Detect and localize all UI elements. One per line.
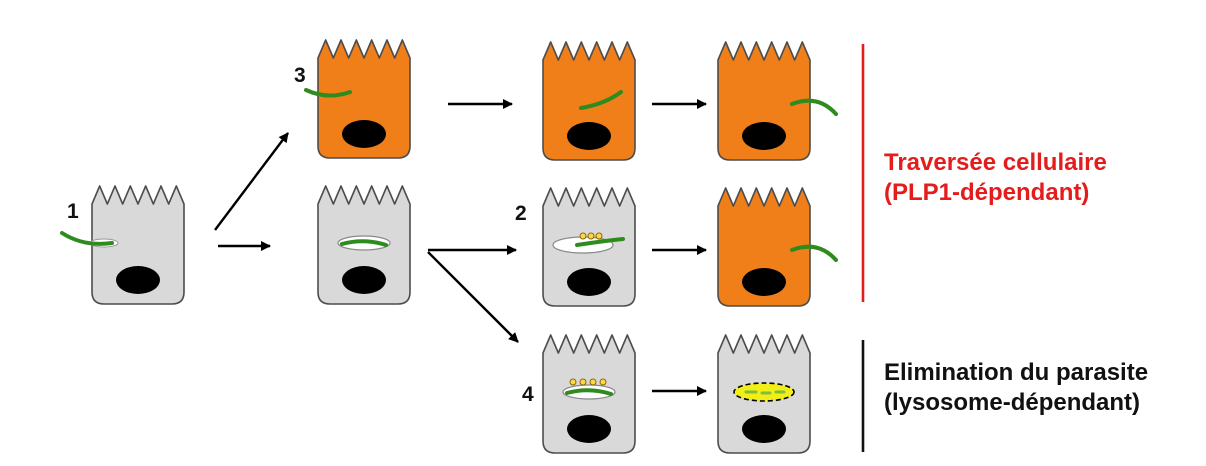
cell-body [542,41,636,161]
lysosome [579,232,587,240]
lysosome [587,232,595,240]
lysosome [579,378,587,386]
cell-t2 [717,41,838,161]
parasite-fragments [744,390,786,395]
step-label-4: 4 [522,383,534,406]
lysosome [595,232,603,240]
lysosome [599,378,607,386]
arrow-7 [427,251,519,343]
cell-v [317,185,411,305]
parasite [579,90,623,110]
cell-1 [60,185,185,305]
cell-body [317,39,411,159]
arrow-1 [214,132,289,231]
elimination-caption-line1: Elimination du parasite [884,359,1149,386]
nucleus [116,266,160,294]
traversal-caption-line1: Traversée cellulaire [884,149,1107,176]
elimination-caption-line2: (lysosome-dépendant) [884,389,1141,416]
nucleus [342,266,386,294]
parasite [60,231,114,246]
cell-3 [304,39,411,159]
step-label-3: 3 [294,64,306,87]
parasite [790,98,838,116]
cell-el [717,334,811,454]
lysosome [569,378,577,386]
traversal-caption-line2: (PLP1-dépendant) [884,179,1090,206]
parasite [790,244,838,262]
cell-e2 [717,187,838,307]
elimination-caption: Elimination du parasite (lysosome-dépend… [884,358,1148,418]
cell-2 [542,187,636,307]
arrows-layer [214,99,707,396]
step-label-1: 1 [67,200,79,223]
traversal-caption: Traversée cellulaire (PLP1-dépendant) [884,148,1107,208]
nucleus [742,415,786,443]
nucleus [742,268,786,296]
cell-body [91,185,185,305]
nucleus [742,122,786,150]
parasite [304,88,352,98]
cell-body [717,41,811,161]
nucleus [567,268,611,296]
parasite [575,237,625,247]
nucleus [567,122,611,150]
nucleus [342,120,386,148]
step-label-2: 2 [515,202,527,225]
cell-4 [542,334,636,454]
nucleus [567,415,611,443]
parasite [565,388,613,396]
cells-layer [60,39,838,454]
cell-t1 [542,41,636,161]
parasite [340,239,388,247]
lysosome [589,378,597,386]
cell-body [717,187,811,307]
